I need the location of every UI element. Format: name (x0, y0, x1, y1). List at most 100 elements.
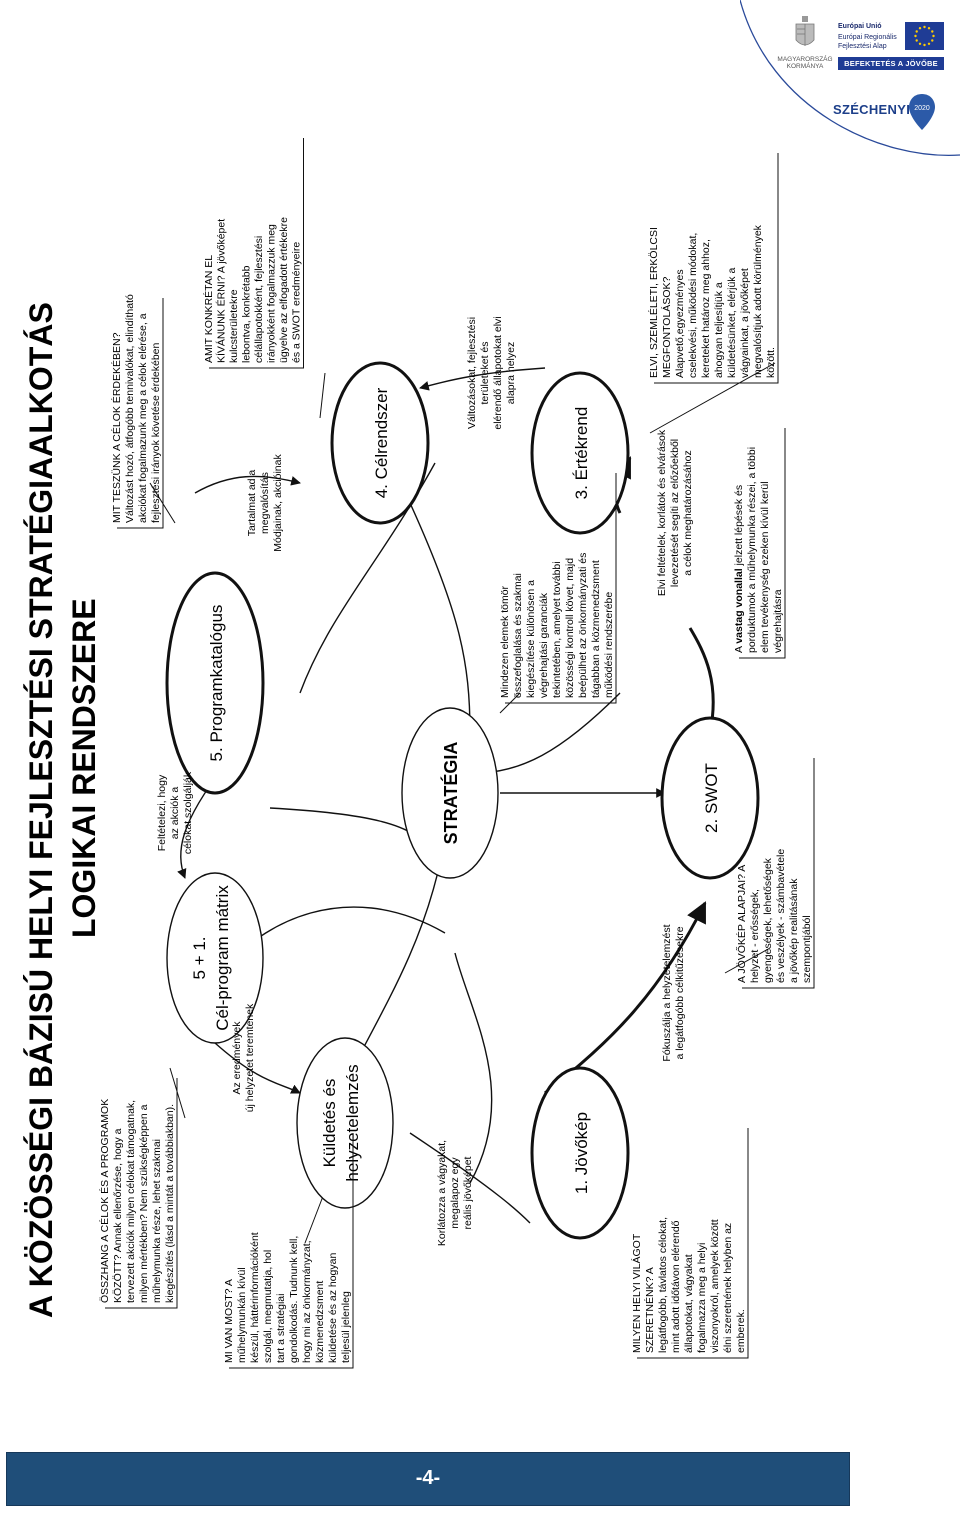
edge-label-koriatozza: megalapoz egy (449, 1157, 461, 1229)
node-celrendszer (330, 361, 430, 525)
eu-star (914, 34, 917, 38)
gov-line1: MAGYARORSZÁG (777, 56, 833, 63)
edge-label-valtozasokat: elérendő állapotokat elvi (492, 316, 504, 429)
textbox-line: helyzet - erősségek, (749, 889, 761, 983)
textbox-line: KÍVÁNUNK ÉRNI? A jövőképet (215, 219, 228, 363)
textbox-line: ÖSSZHANG A CÉLOK ÉS A PROGRAMOK (98, 1099, 111, 1303)
textbox-line: A JÖVŐKÉP ALAPJAI? A (734, 865, 748, 983)
textbox-bracket (654, 153, 779, 384)
textbox-line: lebontva, konkrétabb (241, 265, 253, 363)
textbox-line: kiegészítés (lásd a mintát a továbbiakba… (164, 1104, 176, 1303)
textbox-line: küldetésünket, elérjük a (726, 268, 738, 378)
textbox-line: viszonyokról, amelyek között (709, 1219, 721, 1353)
diagram-title-line1: A KÖZÖSSÉGI BÁZISÚ HELYI FEJLESZTÉSI STR… (23, 302, 59, 1318)
edge-label-valtozasokat: területeket és (479, 341, 491, 404)
eu-banner: BEFEKTETÉS A JÖVŐBE (838, 57, 944, 70)
textbox-line: cselekvési, működési módokat, (687, 233, 699, 378)
textbox-line: a jövőkép realitásának (788, 878, 800, 983)
textbox-line: porduktumok a műhelymunka részei, a több… (746, 447, 758, 653)
edge-jovokep-strategia (454, 952, 493, 1184)
textbox-line: MEGFONTOLÁSOK? (660, 277, 673, 378)
textbox-bracket (105, 1078, 178, 1309)
footer-bar: -4- (6, 1452, 850, 1506)
node-ertekrend (530, 371, 630, 535)
hungary-crest-icon (795, 16, 815, 46)
logo-block (740, 0, 960, 160)
textbox-line: milyen mértékben? Nem szükségképpen a (138, 1104, 150, 1303)
textbox-line: elem tevékenység ezeken kívül kerül (759, 481, 771, 653)
edge-label-koriatozza: reális jövőképet (462, 1156, 474, 1229)
edge-celprogram-kuldetes (214, 1042, 301, 1094)
edge-celrendszer-strategia (409, 502, 471, 734)
edge-label-tartalmat: Módjainak, akcióinak (272, 454, 284, 552)
gov-line2: KORMÁNYA (786, 63, 824, 70)
edge-label-tartalmat: Tartalmat ad a (246, 470, 258, 537)
textbox-line: szolgál, megmutatja, hol (262, 1250, 274, 1363)
eu-star (915, 30, 918, 33)
textbox-line: készül, háttérinformációként (249, 1232, 261, 1363)
textbox-line: célállapotokként, fejlesztési (253, 236, 265, 363)
edge-label-eredmenyek: Az eredmények (231, 1021, 243, 1095)
textbox-line: akciókat fogalmazunk meg a célok elérése… (137, 313, 149, 523)
textbox-line: tart a stratégiai (275, 1294, 287, 1363)
eu-star (923, 25, 926, 29)
textbox-line: és veszélyek - számbavétele (775, 849, 787, 983)
node-jovokep (530, 1066, 630, 1240)
edge-label-fokuszalja: Fókuszálja a helyzetelemzést (661, 924, 673, 1061)
edge-ertekrend-celrendszer (419, 367, 546, 391)
textbox-line: fogalmazza meg a helyi (696, 1243, 708, 1353)
node-kuldetes-label2: helyzetelemzés (343, 1064, 362, 1181)
textbox-line: Változást hozó, átfogóbb tennivalókat, e… (124, 294, 136, 523)
eu-star (918, 42, 922, 45)
textbox-bracket (505, 473, 617, 704)
textbox-line: ügyelve az elfogadott értékekre (278, 217, 290, 363)
eu-star (927, 27, 931, 30)
logo-arc (740, 0, 960, 156)
edge-label-feltetelezi: Feltételezi, hogy (156, 774, 168, 851)
textbox-line: MILYEN HELYI VILÁGOT (630, 1233, 643, 1353)
textbox-line: gondolkodás. Tudnunk kell, (288, 1236, 300, 1363)
textbox-line: mint adott időtávon elérendő (670, 1220, 682, 1353)
textbox-line: MIT TESZÜNK A CÉLOK ÉRDEKÉBEN? (110, 332, 123, 523)
eu-flag-icon (905, 22, 944, 50)
eu-fund-line1: Európai Regionális (838, 34, 897, 41)
textbox-line: MI VAN MOST? A (223, 1279, 235, 1363)
textbox-line: beépülhet az önkormányzati és (577, 553, 589, 698)
textbox-line: Mindezen elemek tömör (499, 585, 511, 698)
textbox-line: kiegészítése különösen a (525, 580, 537, 698)
textbox-line: szempontjából (801, 915, 813, 983)
textbox-line: AMIT KONKRÉTAN EL (202, 255, 215, 363)
edge-label-feltetelezi: célokat szolgálják (182, 771, 194, 854)
textbox-bracket (742, 758, 815, 989)
eu-star (915, 39, 918, 42)
textbox-line: gyengeségek, lehetőségek (762, 857, 774, 983)
textbox-line: kulcsterületekre (228, 289, 240, 363)
textbox-bracket (739, 428, 786, 659)
textbox-line: SZERETNÉNK? A (643, 1267, 656, 1353)
textbox-bracket (229, 1138, 354, 1369)
node-programkatalogus (165, 571, 265, 795)
node-programkatalogus-label: 5. Programkatalógus (207, 605, 226, 762)
textbox-line: KÖZÖTT? Annak ellenőrzése, hogy a (112, 1128, 124, 1303)
textbox-line: összefoglalása és szakmai (512, 573, 524, 698)
textbox-line: hogy mi az önkormányzat, (301, 1240, 313, 1363)
edge-mindezen-strategia (474, 692, 621, 774)
node-jovokep-label: 1. Jövőkép (572, 1112, 591, 1194)
node-swot-label: 2. SWOT (702, 763, 721, 833)
textbox-line: végrehajtásra (772, 589, 784, 653)
page-number: -4- (415, 1467, 441, 1489)
eu-title: Európai Unió (838, 23, 882, 30)
edge-label-eredmenyek: új helyzetet teremtenek (244, 1003, 256, 1112)
textbox-line: ahogyan teljesítjük a (713, 282, 725, 378)
szechenyi-pin-icon: 2020 (909, 94, 935, 130)
textbox-bracket (209, 138, 304, 369)
edge-label-feltetelezi: az akciók a (169, 787, 181, 840)
node-celprogram-label1: 5 + 1. (190, 936, 209, 979)
textbox-line: és a SWOT eredményeire (291, 242, 303, 363)
eu-star (923, 43, 926, 47)
